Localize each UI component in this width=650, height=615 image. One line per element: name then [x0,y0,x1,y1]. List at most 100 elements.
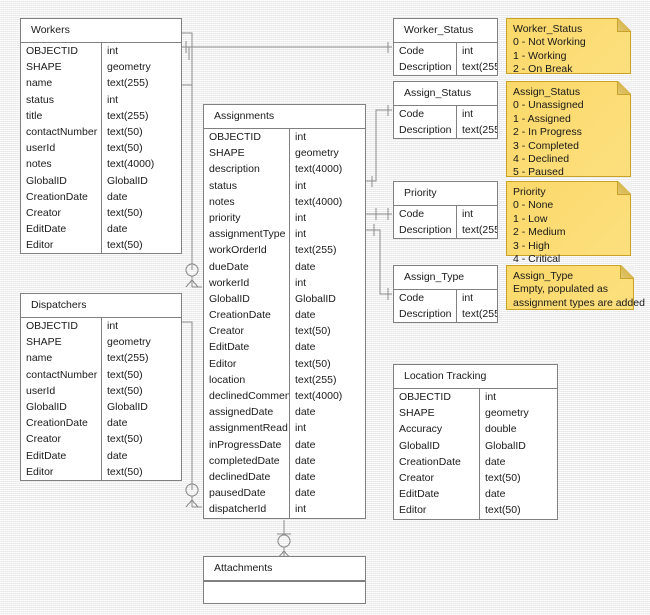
attribute-name: completedDate [209,454,280,467]
attribute-name: Editor [26,239,54,252]
attribute-type: GlobalID [289,290,365,308]
attribute-type: date [479,453,557,470]
attribute-row: workerId int [204,274,365,291]
attribute-name: Accuracy [399,423,443,436]
note-line: 1 - Low [513,212,548,225]
attribute-name: SHAPE [209,147,245,160]
attribute-type: text(50) [101,237,181,254]
link-assignments-assign-status [366,109,392,182]
note-line: 3 - High [513,239,550,252]
attribute-type: int [289,274,365,291]
attribute-name: priority [209,211,241,224]
entity-title: Assign_Status [394,82,497,106]
attribute-type: text(4000) [289,193,365,210]
note-assign-status[interactable]: Assign_Status 0 - Unassigned 1 - Assigne… [506,81,631,192]
attribute-type: date [289,339,365,356]
attribute-type: text(50) [101,204,181,222]
note-assign-type[interactable]: Assign_Type Empty, populated as assignme… [506,265,645,310]
attribute-name: Code [399,108,425,120]
attribute-type: geometry [101,59,181,76]
note-line: 2 - On Break [513,63,573,76]
crowfoot-dispatchers-assignments [185,496,199,508]
entity-assignments[interactable]: Assignments OBJECTID int SHAPE geometry de… [203,104,366,519]
attribute-name: CreationDate [26,417,88,430]
note-title: Assign_Type [513,270,574,282]
attribute-type: int [289,209,365,227]
link-assignments-assign-type [366,229,392,295]
attribute-row: SHAPE geometry [204,145,365,162]
attribute-name: contactNumber [26,125,98,138]
attribute-type: text(50) [101,123,181,141]
note-line: 0 - Unassigned [513,99,584,112]
attribute-type: geometry [289,145,365,162]
note-line: 4 - Declined [513,153,570,166]
attribute-type: int [101,43,181,60]
attachments-empty-body [204,581,365,603]
note-title: Worker_Status [513,23,583,35]
attribute-name: Creator [26,433,62,446]
attribute-type: text(255) [101,75,181,92]
note-line: 2 - Medium [513,226,566,239]
attribute-row: name text(255) [21,350,181,367]
note-line: 1 - Assigned [513,112,571,125]
note-line: 4 - Critical [513,253,561,266]
entity-title: Priority [394,182,497,206]
attribute-type: text(255) [101,350,181,367]
attribute-type: text(50) [101,366,181,383]
note-line: assignment types are added [513,296,645,309]
attribute-type: int [289,226,365,243]
attribute-name: assignmentType [209,228,286,241]
entity-attachments[interactable]: Attachments [203,556,366,604]
attribute-name: declinedComment [209,390,289,402]
attribute-name: Creator [209,325,245,338]
attribute-name: Code [399,208,425,220]
attribute-name: workerId [209,276,250,289]
attribute-name: OBJECTID [209,131,261,143]
note-priority[interactable]: Priority 0 - None 1 - Low 2 - Medium 3 -… [506,181,631,265]
attribute-name: pausedDate [209,487,266,500]
attribute-name: assignmentRead [209,422,288,435]
attribute-name: GlobalID [209,292,250,305]
attribute-name: Description [399,124,452,137]
attribute-name: contactNumber [26,368,98,381]
attribute-name: EditDate [399,488,440,501]
attribute-name: name [26,352,53,365]
entity-title: Assignments [204,105,365,129]
attribute-type: date [101,447,181,464]
attribute-name: Editor [26,465,54,478]
note-line: Empty, populated as [513,283,608,296]
note-worker-status[interactable]: Worker_Status 0 - Not Working 1 - Workin… [506,18,631,76]
attribute-name: notes [26,158,52,171]
